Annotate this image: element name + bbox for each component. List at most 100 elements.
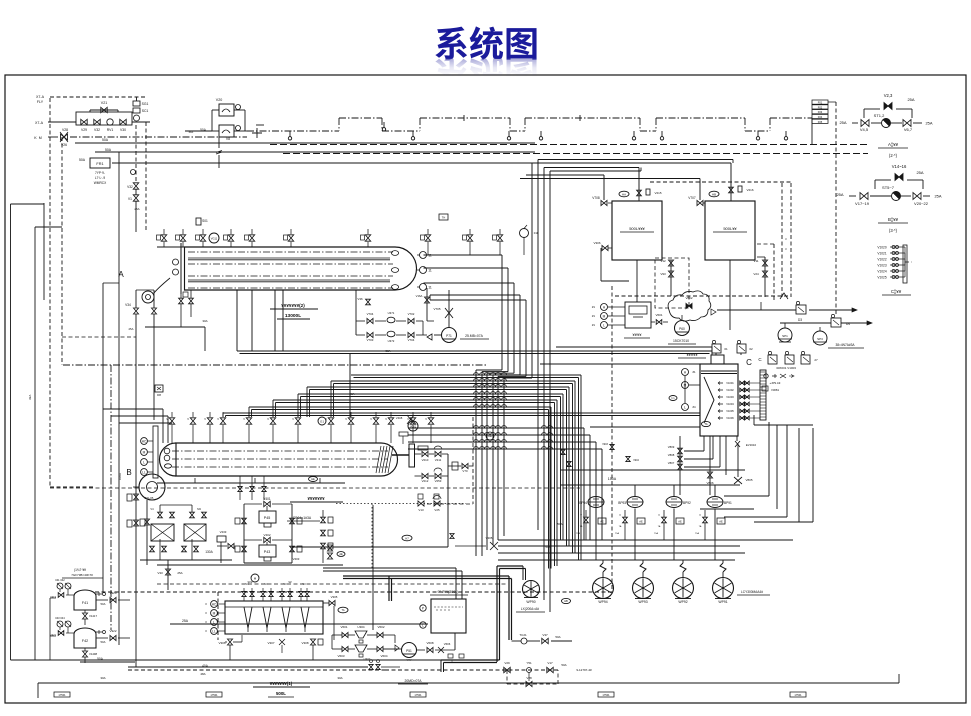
svg-text:7A: 7A	[699, 525, 702, 528]
svg-text:F04: F04	[818, 115, 823, 119]
svg-text:V: V	[325, 417, 327, 421]
svg-text:01: 01	[724, 347, 728, 351]
svg-text:V17~19: V17~19	[855, 201, 870, 206]
svg-text:SP1: SP1	[782, 334, 788, 338]
svg-text:V: V	[187, 417, 189, 421]
svg-text:25A: 25A	[839, 120, 846, 125]
svg-text:17501: 17501	[58, 693, 66, 697]
svg-text:D4: D4	[846, 322, 850, 326]
svg-text:25.MB=07A: 25.MB=07A	[465, 334, 484, 338]
svg-text:TA: TA	[704, 422, 707, 426]
svg-text:SG1: SG1	[142, 102, 149, 106]
svg-text:25A: 25A	[916, 170, 923, 175]
svg-text:P: P	[422, 606, 424, 610]
svg-text:V: V	[451, 660, 453, 663]
svg-text:V212: V212	[422, 479, 429, 483]
svg-text:9°-7¥¥(300L): 9°-7¥¥(300L)	[437, 590, 458, 594]
svg-text:TH: TH	[442, 216, 446, 220]
svg-text:LX(200A=A#: LX(200A=A#	[521, 607, 539, 611]
svg-text:TA: TA	[341, 608, 344, 612]
svg-text:V1022: V1022	[877, 258, 886, 262]
svg-text:50A: 50A	[97, 657, 104, 661]
svg-text:P60: P60	[679, 327, 685, 331]
svg-text:A: A	[118, 270, 124, 279]
svg-text:X7-A: X7-A	[36, 95, 45, 99]
svg-text:11: 11	[428, 269, 432, 273]
svg-text:25A: 25A	[934, 194, 941, 199]
svg-text:«JP9·A9: «JP9·A9	[770, 381, 781, 385]
svg-text:S01: S01	[202, 219, 208, 223]
svg-text:7GF73B=40K7#: 7GF73B=40K7#	[71, 573, 93, 577]
svg-text:50A: 50A	[102, 138, 109, 142]
svg-text:25A: 25A	[925, 121, 932, 126]
svg-text:V: V	[580, 514, 582, 517]
svg-text:¥: ¥	[785, 237, 787, 241]
svg-text:V4: V4	[150, 507, 154, 511]
svg-text:V1021: V1021	[877, 252, 886, 256]
svg-text:AE: AE	[639, 520, 643, 524]
svg-text:L: L	[422, 623, 424, 627]
svg-text:17501: 17501	[602, 693, 610, 697]
svg-text:V: V	[699, 514, 701, 517]
svg-text:V306: V306	[593, 241, 600, 245]
svg-text:V32: V32	[94, 128, 100, 132]
svg-text:V708: V708	[592, 196, 600, 200]
svg-text:V24: V24	[753, 272, 759, 276]
svg-text:V1025: V1025	[877, 276, 886, 280]
svg-text:25A: 25A	[182, 619, 189, 623]
svg-text:V: V	[166, 417, 168, 421]
svg-text:50A: 50A	[79, 158, 86, 162]
svg-text:K M: K M	[34, 136, 41, 140]
svg-text:V216: V216	[746, 188, 753, 192]
svg-text:V16A: V16A	[416, 294, 423, 298]
svg-text:WP92: WP92	[678, 600, 687, 604]
svg-text:BP93: BP93	[618, 501, 626, 505]
svg-text:M: M	[143, 450, 146, 454]
svg-text:30A: 30A	[202, 319, 207, 323]
svg-text:(3·*): (3·*)	[889, 228, 898, 233]
svg-text:13000L: 13000L	[285, 313, 301, 319]
svg-text:V805: V805	[745, 478, 752, 482]
svg-text:V21: V21	[101, 101, 107, 105]
svg-text:50A: 50A	[101, 640, 106, 644]
svg-text:15CK7010: 15CK7010	[673, 339, 689, 343]
svg-text:V707: V707	[688, 196, 696, 200]
svg-text:17501: 17501	[414, 693, 422, 697]
svg-text:AE: AE	[719, 520, 723, 524]
svg-text:20MD=07A: 20MD=07A	[404, 679, 422, 683]
svg-text:V703: V703	[367, 338, 374, 342]
svg-text:V3: V3	[245, 582, 249, 586]
svg-text:WP90: WP90	[526, 600, 535, 604]
svg-text:V: V	[204, 417, 206, 421]
svg-text:V1: V1	[128, 197, 132, 201]
svg-text:V602: V602	[685, 296, 692, 300]
svg-text:V29: V29	[81, 128, 87, 132]
svg-text:V3: V3	[302, 582, 306, 586]
svg-text:V809: V809	[668, 445, 675, 449]
svg-text:L: L	[213, 620, 215, 624]
svg-text:F03: F03	[818, 110, 823, 114]
svg-text:V1024: V1024	[877, 270, 886, 274]
svg-text:V20: V20	[216, 98, 222, 102]
svg-text:HC: HC	[212, 602, 217, 606]
svg-text:V93: V93	[660, 272, 666, 276]
svg-text:AE: AE	[600, 520, 604, 524]
svg-text:L: L	[684, 405, 686, 409]
svg-text:RV1: RV1	[107, 128, 114, 132]
svg-text:50A: 50A	[557, 522, 562, 526]
svg-text:17501: 17501	[210, 693, 218, 697]
svg-text:7A: 7A	[658, 525, 661, 528]
svg-text:V308: V308	[301, 641, 308, 645]
svg-text:V1020: V1020	[877, 246, 886, 250]
svg-text:V30: V30	[120, 128, 126, 132]
svg-text:M2: M2	[189, 130, 194, 134]
svg-text:¥¥: ¥¥	[288, 580, 292, 584]
svg-text:V601: V601	[340, 625, 347, 629]
svg-text:L: L	[603, 323, 605, 327]
svg-text:27: 27	[814, 358, 818, 362]
svg-text:V3: V3	[283, 582, 287, 586]
svg-text:V403: V403	[293, 557, 300, 561]
svg-text:WP93: WP93	[638, 600, 647, 604]
svg-text:40A: 40A	[349, 392, 354, 396]
svg-text:V210: V210	[422, 458, 429, 462]
